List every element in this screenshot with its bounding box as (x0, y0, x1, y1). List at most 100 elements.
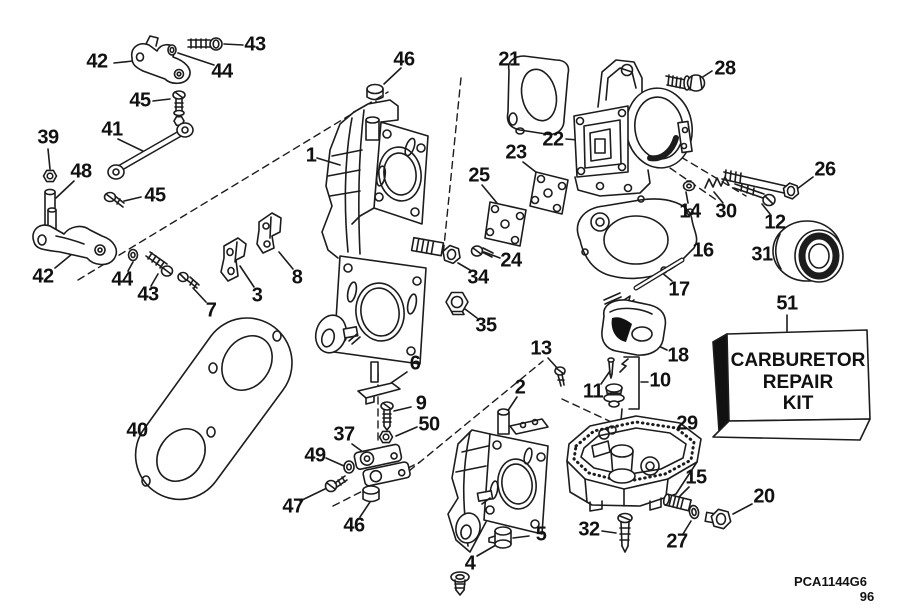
callout-43-lower: 43 (137, 283, 159, 306)
part-47-screw (324, 475, 348, 493)
part-3-bracket (220, 237, 247, 282)
part-42-lower-throttle-lever (32, 207, 118, 266)
part-6-bracket-plate (357, 361, 401, 405)
callout-15: 15 (685, 466, 707, 489)
callout-44-upper: 44 (211, 60, 233, 83)
callout-18: 18 (667, 344, 689, 367)
callout-14: 14 (679, 200, 701, 223)
part-1-carburetor-body (314, 99, 429, 365)
part-12-idle-screw (733, 183, 776, 207)
part-32-bowl-screw (617, 512, 633, 553)
part-10-needle-seat (603, 383, 625, 408)
part-39-nut (42, 169, 58, 183)
part-50-nut (378, 430, 394, 444)
callout-43-upper: 43 (244, 33, 266, 56)
callout-46-upper: 46 (393, 48, 415, 71)
callout-21: 21 (498, 48, 520, 71)
part-21-gasket (506, 55, 570, 136)
callout-7: 7 (205, 299, 217, 322)
callout-5: 5 (535, 523, 547, 546)
callout-34: 34 (467, 266, 489, 289)
part-49-washer (343, 460, 355, 474)
callout-47: 47 (282, 495, 304, 518)
callout-24: 24 (500, 249, 522, 272)
part-40-mount-gasket (134, 317, 293, 501)
callout-16: 16 (692, 239, 714, 262)
part-27-o-ring (688, 504, 700, 520)
part-28-bolt (665, 74, 706, 92)
callout-3: 3 (251, 284, 263, 307)
callout-1: 1 (305, 144, 317, 167)
callout-44-lower: 44 (111, 268, 133, 291)
callout-10: 10 (649, 369, 671, 392)
callout-25: 25 (468, 164, 490, 187)
part-11-needle-valve (607, 357, 629, 379)
callout-42-upper: 42 (86, 50, 108, 73)
part-23-plate (529, 171, 569, 215)
callout-17: 17 (668, 278, 690, 301)
part-45-upper-screw (172, 90, 186, 127)
callout-12: 12 (764, 211, 786, 234)
part-8-bracket (256, 212, 282, 254)
repair-kit-text-line2: REPAIR (762, 372, 834, 393)
callout-45-lower: 45 (144, 184, 166, 207)
part-20-plug (704, 508, 732, 530)
callout-46-lower: 46 (343, 514, 365, 537)
part-14-grommet (682, 180, 696, 192)
part-5-plug-housing (488, 526, 512, 549)
callout-45-upper: 45 (129, 89, 151, 112)
callout-6: 6 (409, 352, 421, 375)
callout-23: 23 (505, 141, 527, 164)
callout-8: 8 (291, 266, 303, 289)
callout-20: 20 (753, 485, 775, 508)
repair-kit-text-line3: KIT (782, 393, 814, 414)
part-42-upper-throttle-lever (130, 35, 191, 85)
callout-26: 26 (814, 158, 836, 181)
part-45-lower-screw (103, 191, 125, 208)
repair-kit-text-line1: CARBURETOR (730, 350, 866, 371)
part-17-rod (633, 257, 685, 291)
plate-code-footer: PCA1144G 6 96 (794, 574, 884, 604)
part-22-carburetor-cover-body (573, 59, 693, 197)
part-2-lower-carburetor-body (447, 408, 549, 553)
callout-49: 49 (304, 444, 326, 467)
part-18-float (601, 292, 667, 356)
part-9-screw (380, 401, 394, 431)
callout-48: 48 (70, 160, 92, 183)
part-15-idle-jet (662, 493, 692, 512)
callout-37: 37 (333, 423, 355, 446)
part-7-screw (177, 271, 200, 289)
callout-31: 31 (751, 243, 773, 266)
part-16-diaphragm-gasket (576, 195, 698, 280)
part-41-link-rod (107, 122, 194, 180)
callout-32: 32 (578, 518, 600, 541)
part-26-long-bolt (721, 169, 800, 200)
part-13-hinge-screw (554, 366, 566, 387)
part-44-lower-washer (127, 248, 139, 262)
part-43-upper-screw (187, 37, 223, 51)
part-43-lower-screw (145, 251, 174, 277)
callout-22: 22 (542, 128, 564, 151)
callout-2: 2 (514, 376, 526, 399)
part-37-cable-clamp (353, 443, 411, 487)
callout-13: 13 (530, 337, 552, 360)
callout-9: 9 (415, 392, 427, 415)
part-4-drain-plug (450, 571, 470, 596)
part-35-nut (445, 291, 469, 316)
part-29-float-bowl (566, 415, 702, 512)
callout-11: 11 (582, 380, 604, 403)
callout-29: 29 (676, 412, 698, 435)
part-24-screw (470, 245, 494, 258)
part-46-lower-cap (362, 485, 380, 503)
part-31-cup-seal (772, 220, 844, 283)
callout-27: 27 (666, 530, 688, 553)
part-51-repair-kit-box (712, 329, 871, 441)
callout-41: 41 (101, 118, 123, 141)
plate-code: PCA1144G (794, 574, 860, 589)
callout-40: 40 (126, 419, 148, 442)
callout-50: 50 (418, 413, 440, 436)
callout-39: 39 (37, 126, 59, 149)
callout-35: 35 (475, 314, 497, 337)
